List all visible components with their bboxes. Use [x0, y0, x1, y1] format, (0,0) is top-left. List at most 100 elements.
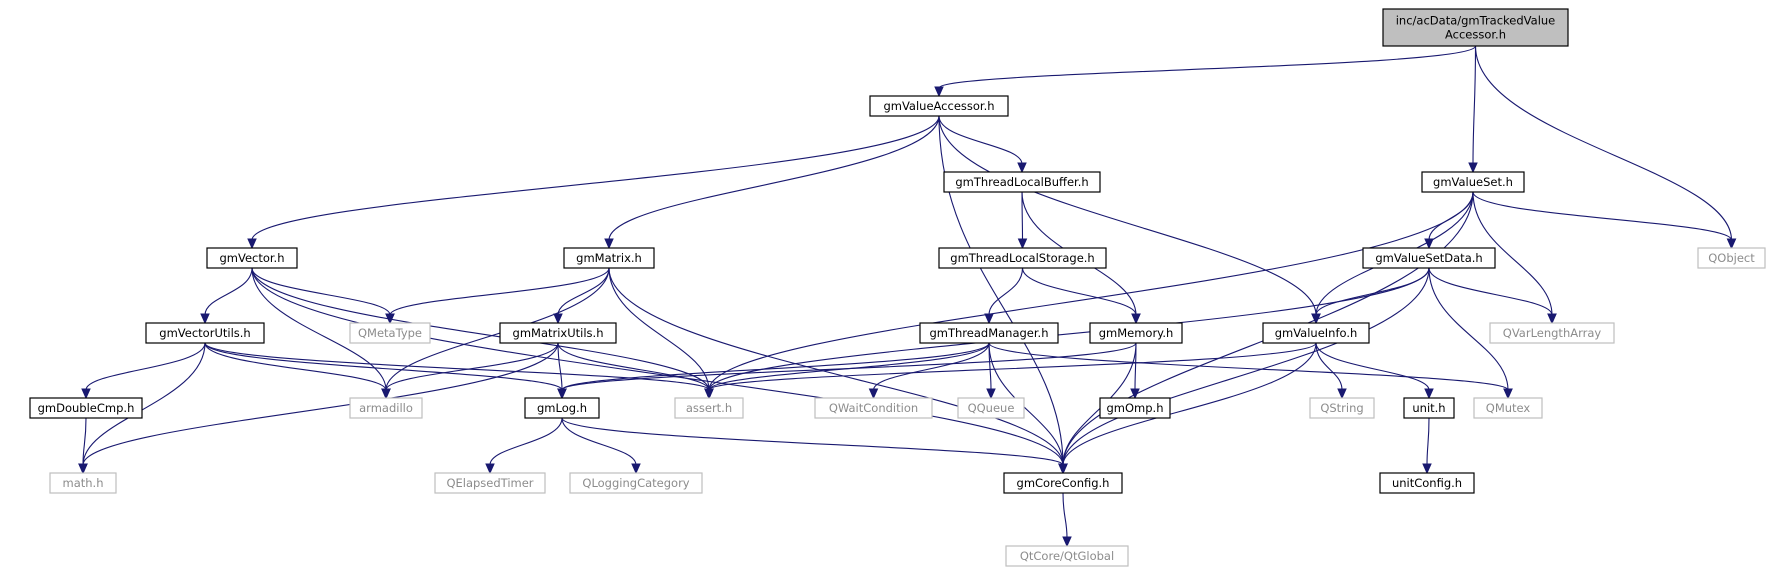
- edge-line: [204, 342, 563, 391]
- edge-line: [1426, 417, 1430, 466]
- edge-line: [1428, 267, 1553, 316]
- edge-line: [251, 267, 1064, 466]
- edge-gmthreadlocalstorage-to-gmthreadmanager: [984, 267, 1024, 325]
- node-gmcoreconfig[interactable]: gmCoreConfig.h: [1003, 472, 1123, 494]
- node-math: math.h: [49, 472, 117, 494]
- node-label: gmMemory.h: [1099, 326, 1174, 340]
- edge-line: [389, 267, 610, 316]
- node-gmvalueset[interactable]: gmValueSet.h: [1421, 171, 1525, 193]
- node-label: gmThreadManager.h: [929, 326, 1048, 340]
- arrowhead-icon: [247, 238, 257, 250]
- node-gmvectorutils[interactable]: gmVectorUtils.h: [145, 322, 265, 344]
- edge-line: [561, 417, 1064, 466]
- node-qobject: QObject: [1697, 247, 1766, 269]
- node-gmmatrix[interactable]: gmMatrix.h: [563, 247, 655, 269]
- node-gmvaluesetdata[interactable]: gmValueSetData.h: [1362, 247, 1496, 269]
- node-label: QString: [1320, 401, 1363, 415]
- node-label: armadillo: [359, 401, 413, 415]
- node-gmmatrixutils[interactable]: gmMatrixUtils.h: [499, 322, 617, 344]
- edge-gmvectorutils-to-armadillo: [204, 342, 391, 400]
- node-qmutex: QMutex: [1473, 397, 1543, 419]
- edge-line: [988, 342, 1064, 466]
- node-box: [29, 397, 143, 419]
- node-box: [349, 397, 423, 419]
- edge-line: [557, 342, 710, 391]
- node-label: QWaitCondition: [829, 401, 918, 415]
- edge-line: [1062, 492, 1068, 539]
- edge-gmlog-to-qloggingcategory: [561, 417, 641, 475]
- node-box: [349, 322, 431, 344]
- arrowhead-icon: [381, 388, 391, 400]
- edge-line: [82, 342, 559, 466]
- node-label: Accessor.h: [1445, 28, 1506, 42]
- edge-line: [608, 267, 1064, 466]
- node-armadillo: armadillo: [349, 397, 423, 419]
- edge-line: [1428, 267, 1509, 391]
- arrowhead-icon: [1131, 313, 1141, 325]
- node-gmvalueaccessor[interactable]: gmValueAccessor.h: [869, 95, 1009, 117]
- node-assert: assert.h: [674, 397, 744, 419]
- node-gmmemory[interactable]: gmMemory.h: [1089, 322, 1183, 344]
- arrowhead-icon: [78, 463, 88, 475]
- node-qwaitcondition: QWaitCondition: [814, 397, 933, 419]
- edge-gmmatrixutils-to-math: [78, 342, 559, 475]
- dependency-edges: [78, 45, 1737, 548]
- edge-gmmatrix-to-qmetatype: [385, 267, 610, 325]
- node-gmthreadlocalbuffer[interactable]: gmThreadLocalBuffer.h: [943, 171, 1101, 193]
- arrowhead-icon: [1424, 238, 1434, 250]
- edge-gmvector-to-gmvectorutils: [200, 267, 253, 325]
- node-box: [524, 397, 600, 419]
- arrowhead-icon: [553, 313, 563, 325]
- node-label: QLoggingCategory: [582, 476, 689, 490]
- edge-root-to-gmvalueset: [1468, 45, 1478, 174]
- node-gmomp[interactable]: gmOmp.h: [1099, 397, 1171, 419]
- edge-line: [1428, 191, 1474, 241]
- node-box: [569, 472, 703, 494]
- arrowhead-icon: [984, 313, 994, 325]
- node-box: [1362, 247, 1496, 269]
- node-gmdoublecmp[interactable]: gmDoubleCmp.h: [29, 397, 143, 419]
- edge-line: [489, 417, 563, 466]
- node-label: gmLog.h: [537, 401, 587, 415]
- edge-line: [1315, 342, 1343, 391]
- node-gmvector[interactable]: gmVector.h: [206, 247, 298, 269]
- arrowhead-icon: [1017, 238, 1028, 250]
- node-box: [919, 322, 1059, 344]
- node-label: gmValueInfo.h: [1275, 326, 1358, 340]
- node-label: unit.h: [1412, 401, 1445, 415]
- arrowhead-icon: [1503, 388, 1513, 400]
- edge-line: [1315, 342, 1430, 391]
- edge-line: [708, 342, 990, 391]
- edge-gmvectorutils-to-gmdoublecmp: [81, 342, 206, 400]
- edge-root-to-gmvalueaccessor: [934, 45, 1477, 98]
- arrowhead-icon: [81, 388, 91, 400]
- edge-line: [561, 342, 990, 391]
- arrowhead-icon: [1311, 313, 1321, 325]
- node-gmthreadlocalstorage[interactable]: gmThreadLocalStorage.h: [938, 247, 1107, 269]
- edge-gmlog-to-gmcoreconfig: [561, 417, 1068, 475]
- node-label: unitConfig.h: [1392, 476, 1462, 490]
- edge-line: [82, 342, 206, 466]
- node-unit[interactable]: unit.h: [1403, 397, 1455, 419]
- edge-gmlog-to-qelapsedtimer: [485, 417, 563, 475]
- node-gmthreadmanager[interactable]: gmThreadManager.h: [919, 322, 1059, 344]
- node-box: [499, 322, 617, 344]
- node-box: [943, 171, 1101, 193]
- edge-line: [1474, 45, 1733, 241]
- edge-line: [708, 342, 1317, 391]
- edge-gmvector-to-gmcoreconfig: [251, 267, 1068, 475]
- node-gmlog[interactable]: gmLog.h: [524, 397, 600, 419]
- node-box: [1099, 397, 1171, 419]
- node-label: gmValueSet.h: [1433, 175, 1513, 189]
- edge-line: [1472, 191, 1733, 241]
- arrowhead-icon: [1468, 162, 1478, 174]
- node-gmvalueinfo[interactable]: gmValueInfo.h: [1262, 322, 1370, 344]
- edge-gmdoublecmp-to-math: [78, 417, 88, 475]
- node-label: QtCore/QtGlobal: [1020, 549, 1114, 563]
- edge-line: [251, 115, 940, 241]
- edge-line: [1315, 267, 1430, 316]
- node-box: [1421, 171, 1525, 193]
- arrowhead-icon: [1424, 388, 1434, 400]
- node-unitconfig[interactable]: unitConfig.h: [1379, 472, 1475, 494]
